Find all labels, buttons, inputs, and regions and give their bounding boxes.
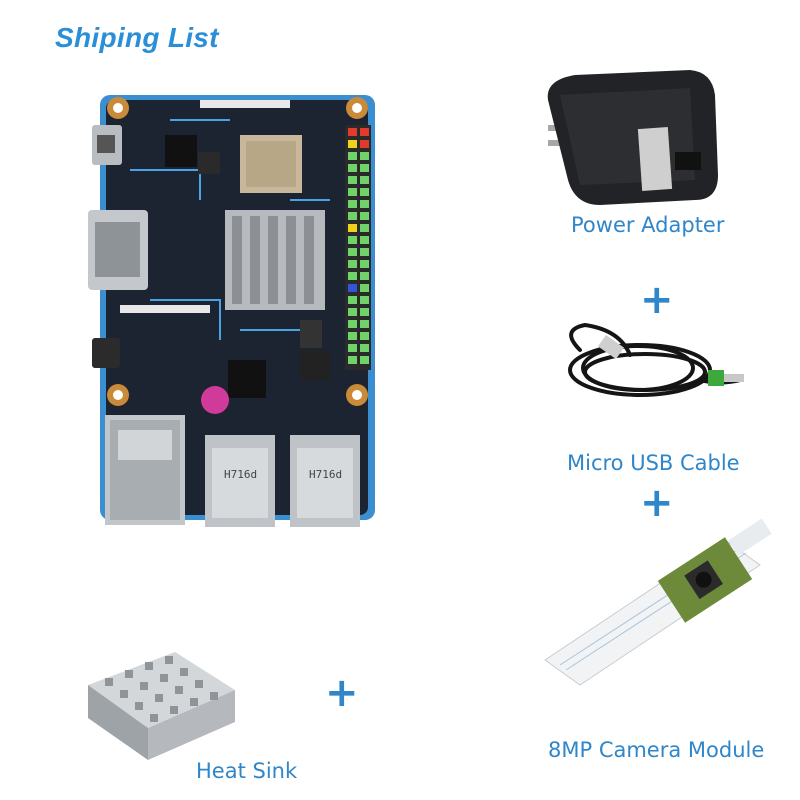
heat-sink-label: Heat Sink (196, 759, 298, 783)
plus-icon-3: + (325, 670, 359, 716)
usb-port-label-right: H716d (309, 468, 343, 481)
plus-icon: + (640, 277, 674, 323)
plus-icon-2: + (640, 480, 674, 526)
usb-cable-label: Micro USB Cable (567, 451, 740, 475)
power-adapter-label: Power Adapter (571, 213, 725, 237)
usb-port-label-left: H716d (224, 468, 258, 481)
page-title: Shiping List (55, 22, 219, 53)
camera-module-label: 8MP Camera Module (548, 738, 765, 762)
